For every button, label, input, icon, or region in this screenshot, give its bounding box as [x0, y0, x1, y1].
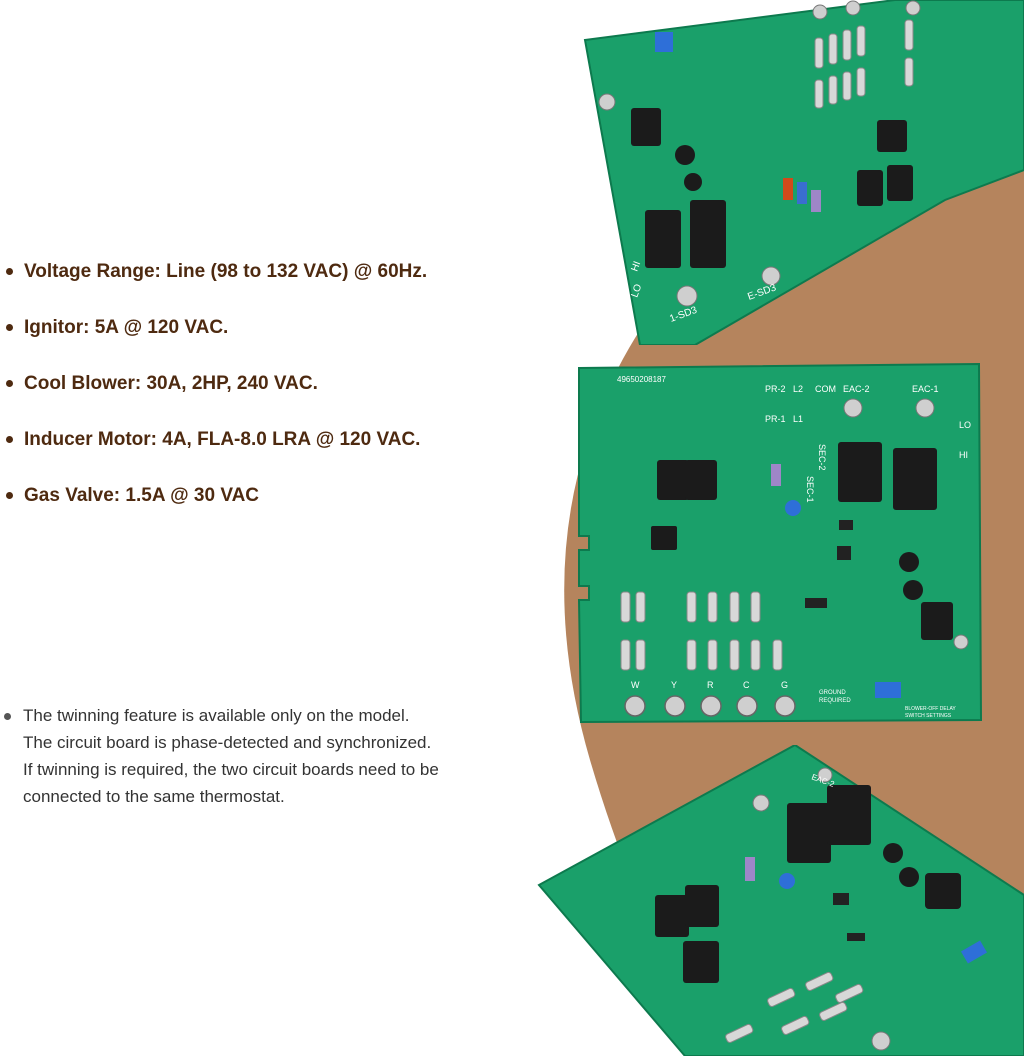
bullet-icon — [6, 436, 13, 443]
board-label: SEC-2 — [817, 444, 827, 471]
spec-text: Gas Valve: 1.5A @ 30 VAC — [24, 485, 260, 506]
circuit-board-middle-image: PR-2 L2 COM EAC-2 EAC-1 PR-1 L1 LO HI SE… — [575, 360, 985, 725]
part-number-label: 49650208187 — [617, 375, 666, 384]
spec-item: Cool Blower: 30A, 2HP, 240 VAC. — [6, 364, 566, 420]
board-tag: BLOWER-OFF DELAY — [905, 706, 956, 712]
board-tag: GROUND — [819, 690, 846, 696]
spec-text: Inducer Motor: 4A, FLA-8.0 LRA @ 120 VAC… — [24, 429, 421, 450]
board-label: PR-1 — [765, 414, 786, 424]
terminal-label: Y — [671, 680, 677, 690]
board-label: EAC-2 — [843, 384, 870, 394]
twinning-note: The twinning feature is available only o… — [4, 702, 564, 810]
board-tag: SWITCH SETTINGS — [905, 713, 952, 719]
board-label: HI — [959, 450, 968, 460]
spec-item: Gas Valve: 1.5A @ 30 VAC — [6, 476, 566, 532]
circuit-board-bottom-image: EAC-2 — [535, 745, 1024, 1056]
bullet-icon — [6, 268, 13, 275]
board-label: COM — [815, 384, 836, 394]
spec-item: Voltage Range: Line (98 to 132 VAC) @ 60… — [6, 252, 566, 308]
terminal-label: W — [631, 680, 640, 690]
board-label: EAC-1 — [912, 384, 939, 394]
circuit-board-top-image: 1-SD3 E-SD3 LO HI — [565, 0, 1024, 345]
board-label: LO — [959, 420, 971, 430]
note-line: The twinning feature is available only o… — [23, 706, 410, 725]
spec-item: Ignitor: 5A @ 120 VAC. — [6, 308, 566, 364]
spec-text: Ignitor: 5A @ 120 VAC. — [24, 317, 229, 338]
bullet-icon — [4, 713, 11, 720]
board-label: L1 — [793, 414, 803, 424]
board-label: SEC-1 — [805, 476, 815, 503]
board-label: HI — [629, 260, 643, 273]
note-line: If twinning is required, the two circuit… — [23, 760, 439, 779]
specs-list: Voltage Range: Line (98 to 132 VAC) @ 60… — [6, 252, 566, 532]
terminal-label: R — [707, 680, 714, 690]
board-label: L2 — [793, 384, 803, 394]
note-line: The circuit board is phase-detected and … — [23, 733, 432, 752]
terminal-label: G — [781, 680, 788, 690]
board-label: PR-2 — [765, 384, 786, 394]
bullet-icon — [6, 380, 13, 387]
note-line: connected to the same thermostat. — [23, 787, 285, 806]
spec-text: Voltage Range: Line (98 to 132 VAC) @ 60… — [24, 261, 428, 282]
twinning-note-text: The twinning feature is available only o… — [23, 702, 564, 810]
terminal-label: C — [743, 680, 750, 690]
spec-text: Cool Blower: 30A, 2HP, 240 VAC. — [24, 373, 318, 394]
spec-item: Inducer Motor: 4A, FLA-8.0 LRA @ 120 VAC… — [6, 420, 566, 476]
bullet-icon — [6, 324, 13, 331]
board-tag: REQUIRED — [819, 698, 851, 704]
bullet-icon — [6, 492, 13, 499]
board-label: LO — [629, 283, 644, 300]
